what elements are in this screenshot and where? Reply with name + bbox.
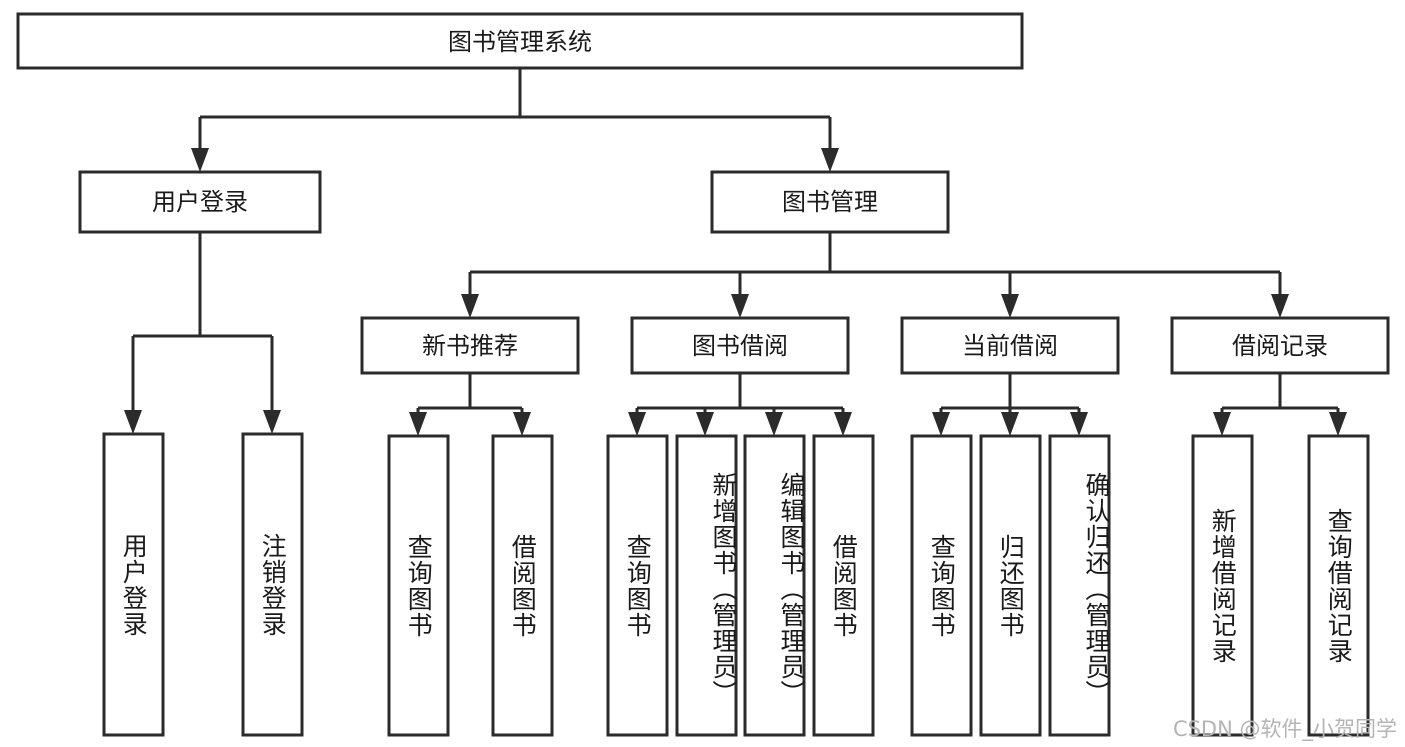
arrowhead-root-book-mgmt (821, 148, 839, 172)
arrowhead-leaf-current-query (932, 412, 950, 436)
arrowhead-leaf-borrow-add (696, 412, 714, 436)
node-leaf-borrow-edit-box[interactable] (743, 434, 806, 737)
node-book-management[interactable]: 图书管理 (710, 170, 950, 234)
node-leaf-newbook-query-box[interactable] (387, 434, 450, 737)
arrowhead-level3-book-borrow (731, 294, 749, 318)
arrowhead-leaf-record-add (1213, 412, 1231, 436)
node-root-system[interactable]: 图书管理系统 (16, 12, 1024, 70)
node-leaf-newbook-borrow-box[interactable] (491, 434, 554, 737)
node-user-login-box (78, 170, 322, 234)
node-book-management-label: 图书管理 (782, 188, 878, 216)
arrowhead-leaf-record-query (1329, 412, 1347, 436)
node-leaf-record-add-box[interactable] (1191, 434, 1254, 737)
node-new-book-recommend-label: 新书推荐 (422, 332, 518, 360)
node-current-borrow[interactable]: 当前借阅 (900, 316, 1120, 375)
node-leaf-current-query-box[interactable] (910, 434, 973, 737)
node-leaf-borrow-add-box[interactable] (675, 434, 738, 737)
arrowhead-leaf-current-confirm (1070, 412, 1088, 436)
node-user-login[interactable]: 用户登录 (78, 170, 322, 234)
arrowhead-leaf-user-login (124, 410, 142, 434)
arrowhead-leaf-borrow-edit (765, 412, 783, 436)
node-book-borrow-box (630, 316, 850, 375)
node-current-borrow-label: 当前借阅 (962, 332, 1058, 360)
node-leaf-borrow-lend-box[interactable] (812, 434, 875, 737)
connector-newbook-to-leaves (416, 373, 524, 416)
arrowhead-leaf-borrow-query (628, 412, 646, 436)
arrowhead-leaf-borrow-lend (834, 412, 852, 436)
node-borrow-record-box (1170, 316, 1390, 375)
arrowhead-leaf-user-logout (263, 410, 281, 434)
arrowhead-leaf-newbook-query (409, 412, 427, 436)
node-new-book-recommend[interactable]: 新书推荐 (360, 316, 580, 375)
arrowhead-level3-new-book (461, 294, 479, 318)
arrowhead-root-user-login (191, 148, 209, 172)
node-book-borrow[interactable]: 图书借阅 (630, 316, 850, 375)
node-leaf-current-return-box[interactable] (979, 434, 1042, 737)
node-leaf-record-query-box[interactable] (1307, 434, 1370, 737)
connector-bookmgmt-to-level3 (468, 232, 1282, 297)
node-leaf-user-logout-box[interactable] (241, 432, 304, 737)
connector-currentborrow-to-leaves (939, 373, 1081, 416)
arrowhead-leaf-newbook-borrow (513, 412, 531, 436)
arrowhead-level3-borrow-record (1271, 294, 1289, 318)
node-leaf-current-confirm-box[interactable] (1048, 434, 1111, 737)
watermark-text: CSDN @软件_小贺同学 (1172, 717, 1397, 741)
connector-borrowrecord-to-leaves (1220, 373, 1340, 416)
node-current-borrow-box (900, 316, 1120, 375)
node-borrow-record[interactable]: 借阅记录 (1170, 316, 1390, 375)
node-borrow-record-label: 借阅记录 (1232, 332, 1328, 360)
connector-bookborrow-to-leaves (635, 373, 845, 416)
node-root-system-box (16, 12, 1024, 70)
connector-userlogin-to-leaves (131, 232, 274, 410)
node-new-book-recommend-box (360, 316, 580, 375)
node-leaf-borrow-query-box[interactable] (606, 434, 669, 737)
node-leaf-user-login-box[interactable] (102, 432, 165, 737)
node-book-borrow-label: 图书借阅 (692, 332, 788, 360)
arrowhead-leaf-current-return (1001, 412, 1019, 436)
connector-root-to-level2 (198, 68, 832, 150)
node-book-management-box (710, 170, 950, 234)
arrowhead-level3-current-borrow (1001, 294, 1019, 318)
node-root-system-label: 图书管理系统 (448, 28, 592, 56)
node-user-login-label: 用户登录 (152, 188, 248, 216)
